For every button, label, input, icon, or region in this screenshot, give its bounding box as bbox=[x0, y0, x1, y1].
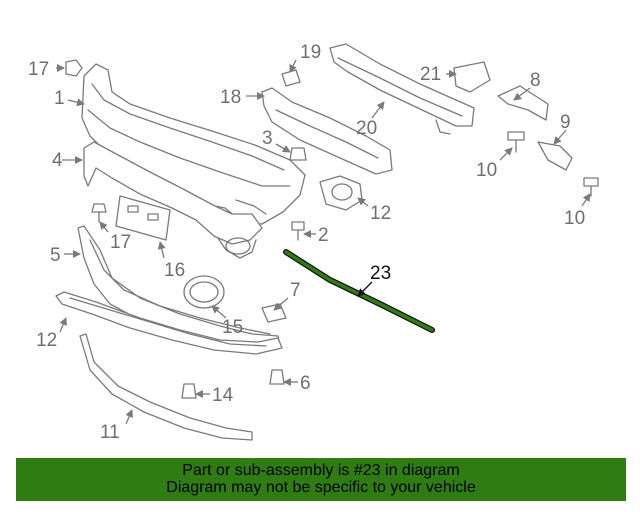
upper-absorber-part bbox=[83, 141, 263, 259]
lower-valance-part bbox=[55, 291, 283, 355]
bolt-2-part bbox=[291, 221, 305, 241]
callout-14: 14 bbox=[212, 385, 234, 406]
callout-23: 23 bbox=[370, 263, 391, 284]
clip-3-part bbox=[289, 147, 307, 161]
bracket-9-part bbox=[537, 141, 573, 171]
lower-lip-part bbox=[79, 333, 253, 441]
callout-11: 12 bbox=[370, 203, 391, 224]
fog-lamp-part bbox=[319, 175, 363, 211]
callout-10-b: 10 bbox=[564, 208, 585, 229]
callout-17: 17 bbox=[110, 232, 131, 253]
banner-line-1: Part or sub-assembly is #23 in diagram bbox=[182, 462, 460, 479]
bolt-10b-part bbox=[583, 177, 599, 197]
callout-6: 6 bbox=[300, 373, 311, 394]
bracket-20-part bbox=[281, 69, 301, 87]
callout-10-a: 10 bbox=[476, 160, 497, 181]
reinforcement-bar-part bbox=[329, 43, 475, 135]
callout-18: 17 bbox=[28, 59, 49, 80]
callout-12: 11 bbox=[100, 422, 120, 443]
callout-5: 5 bbox=[50, 245, 61, 266]
banner-line-2: Diagram may not be specific to your vehi… bbox=[166, 479, 476, 496]
fog-bezel-part bbox=[183, 275, 225, 309]
callout-3: 3 bbox=[262, 128, 273, 149]
clip-18-part bbox=[65, 59, 83, 77]
pin-14-part bbox=[181, 383, 197, 399]
callout-7: 7 bbox=[290, 280, 301, 301]
callout-16: 16 bbox=[164, 260, 185, 281]
clip-7-part bbox=[261, 303, 287, 323]
callout-15: 15 bbox=[222, 317, 243, 338]
callout-19: 18 bbox=[220, 87, 241, 108]
bolt-10-part bbox=[507, 131, 525, 153]
callout-8: 8 bbox=[530, 70, 541, 91]
callout-22: 21 bbox=[420, 64, 441, 85]
absorber-19-part bbox=[261, 87, 393, 175]
pin-6-part bbox=[269, 369, 285, 385]
callout-20: 19 bbox=[300, 42, 321, 63]
leader-lines bbox=[56, 59, 591, 425]
bracket-8-part bbox=[497, 85, 549, 121]
molding-strip-23-part bbox=[283, 249, 435, 333]
screw-17-part bbox=[91, 203, 107, 223]
info-banner: Part or sub-assembly is #23 in diagram D… bbox=[16, 458, 626, 501]
callout-21: 20 bbox=[356, 118, 377, 139]
callout-9: 9 bbox=[560, 112, 571, 133]
license-bracket-part bbox=[115, 195, 171, 241]
callout-1: 1 bbox=[54, 88, 65, 109]
callout-13: 12 bbox=[36, 330, 57, 351]
callout-2: 2 bbox=[318, 225, 329, 246]
bracket-22-part bbox=[453, 61, 491, 93]
callout-4: 4 bbox=[52, 150, 63, 171]
